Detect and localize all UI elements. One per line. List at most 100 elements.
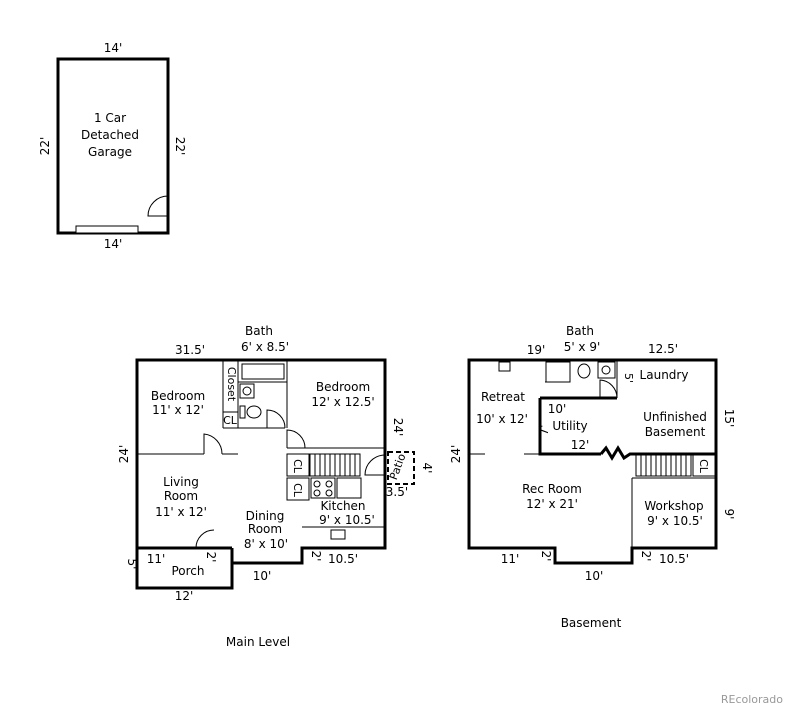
utility-zigzag: [599, 445, 716, 461]
porch-top-dim: 11': [147, 552, 166, 566]
burner-icon-2: [325, 480, 333, 488]
stove-icon: [310, 477, 336, 499]
patio-outline: [387, 451, 415, 485]
workshop-name: Workshop: [644, 499, 703, 513]
workshop-dim: 9' x 10.5': [647, 514, 703, 528]
main-left-dim: 24': [117, 445, 131, 464]
laundry-label: Laundry: [640, 368, 689, 382]
utility-height-dim: 7': [537, 425, 551, 436]
patio-label: Patio: [387, 452, 409, 482]
stair-treads: [314, 454, 356, 476]
garage-plan: 14' 14' 22' 22' 1 Car Detached Garage: [38, 41, 187, 251]
laundry-side-dim: 5': [622, 373, 635, 383]
bath-door-swing-icon: [266, 409, 286, 429]
fridge-icon: [336, 477, 362, 499]
toilet-icon: [246, 405, 262, 419]
utility-name: Utility: [552, 419, 587, 433]
basement-shower-drain-icon: [601, 365, 611, 375]
retreat-name: Retreat: [481, 390, 525, 404]
utility-width-dim: 10': [548, 402, 567, 416]
porch-left-dim: 5': [125, 559, 139, 570]
utility-length-dim: 12': [571, 438, 590, 452]
basement-stair-treads: [640, 454, 687, 476]
basement-sink-icon: [545, 361, 571, 383]
basement-stairs-icon: [635, 453, 692, 477]
living-line1: Living: [163, 475, 199, 489]
sink-bowl-icon: [242, 386, 252, 396]
living-dim: 11' x 12': [155, 505, 207, 519]
burner-icon-4: [325, 489, 333, 497]
dining-line2: Room: [248, 522, 282, 536]
porch-label: Porch: [171, 564, 204, 578]
kitchen-dim: 9' x 10.5': [319, 513, 375, 527]
garage-bottom-dim: 14': [104, 237, 123, 251]
rec-room-dim: 12' x 21': [526, 497, 578, 511]
main-bottom-step-dim: 2': [309, 551, 323, 562]
main-outer-wall: [135, 358, 387, 590]
basement-bath-dim: 5' x 9': [564, 340, 601, 354]
basement-plan: Bath 5' x 9' 19' 12.5' 24' 15' 9' Retrea…: [449, 324, 736, 630]
garage-top-dim: 14': [104, 41, 123, 55]
garage-door: [75, 225, 139, 234]
basement-bottom-step1: 2': [539, 551, 553, 562]
bedroom2-name: Bedroom: [316, 380, 370, 394]
basement-bottom-mid-dim: 10': [585, 569, 604, 583]
basement-left-dim: 24': [449, 445, 463, 464]
main-bath-dim: 6' x 8.5': [241, 340, 289, 354]
basement-top-left-dim: 19': [527, 343, 546, 357]
garage-right-dim: 22': [173, 137, 187, 156]
garage-label-line3: Garage: [88, 145, 132, 159]
basement-toilet-icon: [577, 363, 591, 379]
porch-side-dim: 2': [204, 552, 218, 563]
main-top-left-dim: 31.5': [175, 343, 205, 357]
bedroom1-door-swing-icon: [203, 433, 223, 455]
kitchen-cl1-label: CL: [291, 459, 304, 474]
cl-small-label: CL: [223, 414, 238, 427]
main-bottom-mid-dim: 10': [253, 569, 272, 583]
burner-icon-3: [313, 489, 321, 497]
porch-door-swing-icon: [195, 529, 215, 549]
rec-room-name: Rec Room: [522, 482, 582, 496]
patio-bottom-dim: 3.5': [386, 485, 408, 499]
basement-shower-icon: [597, 361, 616, 379]
basement-bath-door-swing-icon: [599, 379, 618, 399]
basement-right-bottom-dim: 9': [722, 509, 736, 520]
sink-icon: [239, 383, 255, 399]
toilet-tank-icon: [239, 405, 246, 419]
bathtub-icon: [241, 363, 285, 380]
retreat-dim: 10' x 12': [476, 412, 528, 426]
basement-cl-label: CL: [697, 459, 710, 474]
main-level-caption: Main Level: [226, 635, 290, 649]
garage-entry-door-swing-icon: [147, 195, 169, 217]
basement-right-top-dim: 15': [722, 409, 736, 428]
main-bath-title: Bath: [245, 324, 273, 338]
main-bottom-right-dim: 10.5': [328, 552, 358, 566]
watermark: REcolorado: [721, 693, 783, 706]
basement-bottom-right-dim: 10.5': [659, 552, 689, 566]
basement-top-right-dim: 12.5': [648, 342, 678, 356]
kitchen-name: Kitchen: [320, 499, 365, 513]
unfinished-line2: Basement: [645, 425, 706, 439]
kitchen-cl2-box: [286, 477, 310, 501]
basement-caption: Basement: [561, 616, 622, 630]
basement-outer-wall: [467, 358, 718, 565]
bedroom1-name: Bedroom: [151, 389, 205, 403]
living-line2: Room: [164, 489, 198, 503]
bedroom2-door-swing-icon: [286, 429, 306, 449]
garage-left-dim: 22': [38, 137, 52, 156]
garage-label-line1: 1 Car: [94, 111, 126, 125]
unfinished-line1: Unfinished: [643, 410, 707, 424]
kitchen-sink-icon: [330, 529, 346, 540]
patio-door-swing-icon: [364, 454, 386, 476]
bedroom1-dim: 11' x 12': [152, 403, 204, 417]
basement-bottom-left-dim: 11': [501, 552, 520, 566]
retreat-sink-icon: [498, 361, 511, 372]
basement-bottom-step2: 2': [639, 551, 653, 562]
basement-bath-title: Bath: [566, 324, 594, 338]
garage-label-line2: Detached: [81, 128, 139, 142]
main-right-dim: 24': [391, 418, 405, 437]
patio-side-dim: 4': [420, 463, 434, 474]
dining-dim: 8' x 10': [244, 537, 288, 551]
basement-cl-box: [692, 453, 716, 477]
